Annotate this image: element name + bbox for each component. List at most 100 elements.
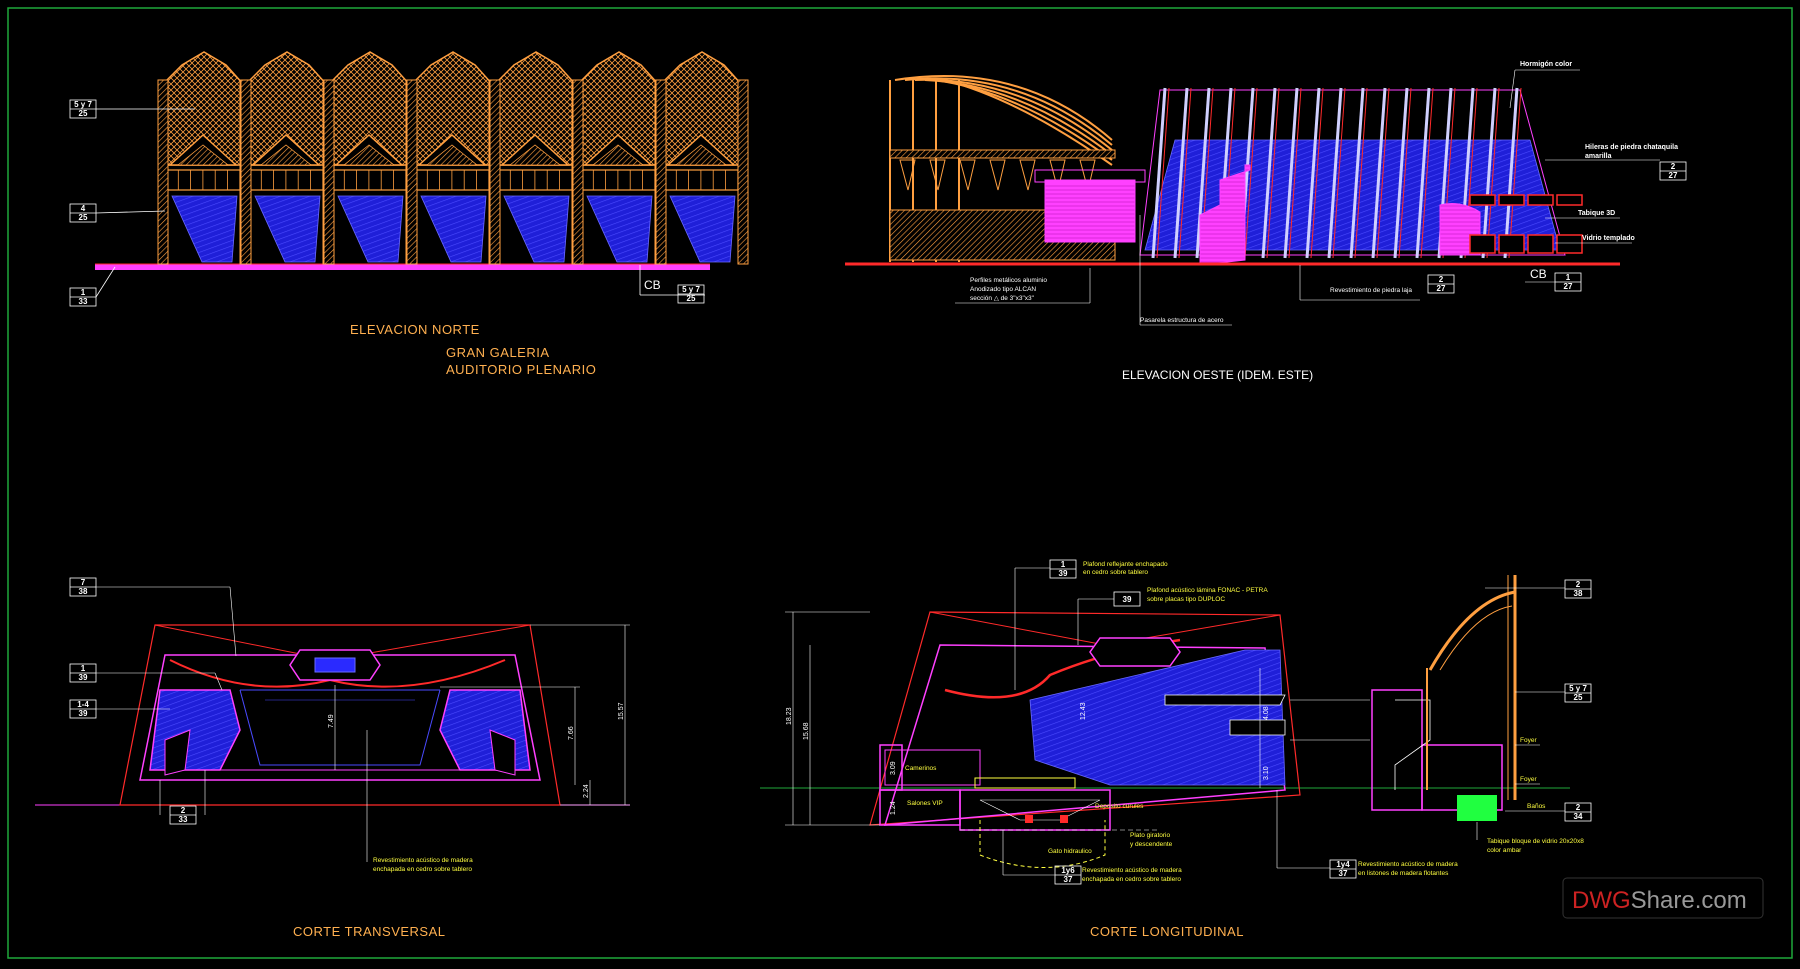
svg-text:1: 1 [81,664,86,673]
svg-text:34: 34 [1574,812,1583,821]
svg-text:12.43: 12.43 [1080,702,1087,720]
svg-text:Foyer: Foyer [1520,776,1537,783]
svg-text:5 y 7: 5 y 7 [1569,684,1587,693]
norte-bay [240,51,334,265]
elevacion-norte-drawing [95,51,749,270]
svg-text:25: 25 [1574,693,1583,702]
norte-bay [572,51,666,265]
svg-text:1.24: 1.24 [890,801,897,815]
svg-text:7.66: 7.66 [568,726,575,740]
svg-text:2: 2 [1671,162,1676,171]
norte-tag-2: 4 25 [69,203,166,223]
title-corte-longitudinal: CORTE LONGITUDINAL [1090,924,1244,939]
svg-text:Revestimiento acústico de made: Revestimiento acústico de madera [1082,867,1182,874]
svg-text:1y4: 1y4 [1336,860,1350,869]
svg-text:Gato hidraulico: Gato hidraulico [1048,848,1092,855]
svg-text:2.24: 2.24 [583,784,590,798]
svg-text:1: 1 [1061,560,1066,569]
norte-bay [489,51,583,265]
norte-tag-1: 5 y 7 25 [69,99,195,119]
svg-text:Hileras de piedra chataquila: Hileras de piedra chataquila [1585,144,1678,151]
svg-text:27: 27 [1437,284,1446,293]
svg-text:en listones de madera flotante: en listones de madera flotantes [1358,870,1449,877]
svg-text:Vidrio templado: Vidrio templado [1582,235,1635,242]
corte-longitudinal-drawing: 18.23 15.68 1.24 3.09 3.10 4.08 12.43 [760,575,1570,868]
svg-text:Plafond reflejante enchapado: Plafond reflejante enchapado [1083,561,1168,568]
svg-text:sección △ de 3"x3"x3": sección △ de 3"x3"x3" [970,295,1035,302]
svg-text:CB: CB [644,278,661,292]
norte-bay [655,51,749,265]
svg-text:5 y 7: 5 y 7 [74,100,92,109]
svg-text:Plafond acústico lámina FONAC: Plafond acústico lámina FONAC - PETRA [1147,587,1268,594]
svg-text:Hormigón color: Hormigón color [1520,61,1572,68]
svg-text:Salones VIP: Salones VIP [907,800,943,807]
longitudinal-notes: 1 39 Plafond reflejante enchapado en ced… [905,559,1592,885]
svg-text:Perfiles metálicos aluminio: Perfiles metálicos aluminio [970,277,1047,284]
svg-text:39: 39 [1059,569,1068,578]
svg-text:2: 2 [181,806,186,815]
svg-text:Pasarela estructura de acero: Pasarela estructura de acero [1140,317,1224,324]
svg-text:4: 4 [81,204,86,213]
title-elevacion-oeste: ELEVACION OESTE (IDEM. ESTE) [1122,368,1313,382]
svg-text:7: 7 [81,578,86,587]
transversal-notes: 7 38 1 39 1-4 39 2 33 Revestimiento acús… [69,577,473,873]
oeste-notes: Hormigón color Hileras de piedra chataqu… [955,61,1687,326]
svg-text:27: 27 [1564,282,1573,291]
svg-text:Plato giratorio: Plato giratorio [1130,832,1170,839]
svg-text:en cedro sobre tablero: en cedro sobre tablero [1083,569,1148,576]
norte-bay [406,51,500,265]
svg-text:color ambar: color ambar [1487,847,1522,854]
title-auditorio-plenario: AUDITORIO PLENARIO [446,362,596,377]
svg-text:sobre placas tipo DUPLOC: sobre placas tipo DUPLOC [1147,596,1225,603]
svg-text:Revestimiento de piedra laja: Revestimiento de piedra laja [1330,287,1412,294]
svg-text:15.68: 15.68 [803,722,810,740]
svg-text:27: 27 [1669,171,1678,180]
svg-text:39: 39 [79,709,88,718]
norte-bay [323,51,417,265]
svg-text:7.49: 7.49 [328,714,335,728]
svg-text:3.10: 3.10 [1263,766,1270,780]
svg-text:1y6: 1y6 [1061,866,1075,875]
svg-text:3.09: 3.09 [890,761,897,775]
svg-text:4.08: 4.08 [1263,706,1270,720]
svg-text:37: 37 [1339,869,1348,878]
svg-text:25: 25 [687,294,696,303]
svg-text:Tabique 3D: Tabique 3D [1578,210,1615,217]
svg-text:38: 38 [79,587,88,596]
svg-text:2: 2 [1576,580,1581,589]
svg-text:enchapada en cedro sobre table: enchapada en cedro sobre tablero [1082,876,1181,883]
elevacion-oeste-drawing [845,75,1620,266]
title-gran-galeria: GRAN GALERIA [446,345,550,360]
watermark-logo: DWGShare.com [1562,877,1764,919]
sheet-frame [7,7,1793,959]
svg-text:Deposito curules: Deposito curules [1095,803,1144,810]
norte-bay [157,51,251,265]
title-corte-transversal: CORTE TRANSVERSAL [293,924,446,939]
svg-text:Tabique bloque de vidrio 20x20: Tabique bloque de vidrio 20x20x8 [1487,838,1584,845]
svg-text:38: 38 [1574,589,1583,598]
oeste-magenta-block [1044,179,1136,243]
norte-tag-4: CB 5 y 7 25 [639,265,705,304]
svg-text:1: 1 [81,288,86,297]
svg-text:1: 1 [1566,273,1571,282]
svg-text:5 y 7: 5 y 7 [682,285,700,294]
svg-text:2: 2 [1576,803,1581,812]
svg-text:Revestimiento acústico de made: Revestimiento acústico de madera [1358,861,1458,868]
svg-text:18.23: 18.23 [786,707,793,725]
svg-text:Camerinos: Camerinos [905,765,937,772]
svg-text:39: 39 [1123,595,1132,604]
svg-text:y descendente: y descendente [1130,841,1173,848]
title-elevacion-norte: ELEVACION NORTE [350,322,480,337]
svg-text:33: 33 [79,297,88,306]
svg-text:Anodizado tipo ALCAN: Anodizado tipo ALCAN [970,286,1036,293]
svg-text:15.57: 15.57 [618,702,625,720]
svg-text:39: 39 [79,673,88,682]
svg-text:enchapada en cedro sobre table: enchapada en cedro sobre tablero [373,866,472,873]
norte-tag-3: 1 33 [69,266,116,307]
svg-text:Foyer: Foyer [1520,737,1537,744]
svg-text:Baños: Baños [1527,803,1546,810]
svg-text:2: 2 [1439,275,1444,284]
norte-ground [95,264,710,270]
svg-text:25: 25 [79,213,88,222]
